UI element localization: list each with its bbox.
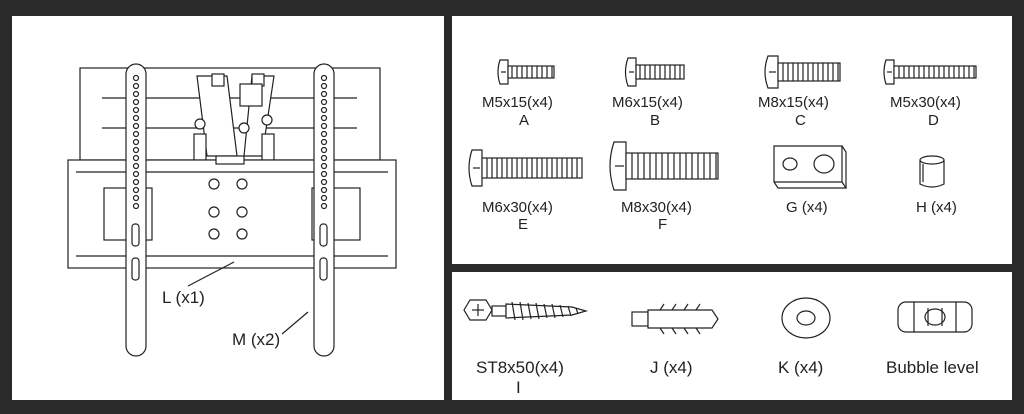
arm-hole [132, 74, 140, 82]
lag-bolt-label: ST8x50(x4) [476, 358, 564, 377]
screw-b-size: M6x15(x4) [612, 94, 683, 111]
lag-bolt-letter: I [516, 378, 521, 397]
arm-hole [320, 146, 328, 154]
arm-hole [320, 154, 328, 162]
screw-e-letter: E [518, 216, 529, 233]
screw-d-size: M5x30(x4) [890, 94, 961, 111]
arm-hole [132, 178, 140, 186]
screw-b-icon [624, 57, 685, 87]
screw-e-size: M6x30(x4) [482, 199, 553, 216]
arm-hole [320, 170, 328, 178]
screw-b-letter: B [650, 112, 661, 129]
arm-hole [132, 130, 140, 138]
lag-bolt-icon [463, 299, 589, 321]
arm-hole [132, 154, 140, 162]
arm-hole [320, 130, 328, 138]
arm-hole [320, 98, 328, 106]
arm-hole [132, 170, 140, 178]
arm-hole [320, 138, 328, 146]
screw-d-icon [883, 59, 977, 85]
arm-hole [132, 82, 140, 90]
arm-hole [132, 138, 140, 146]
arm-hole [320, 90, 328, 98]
arm-hole [320, 106, 328, 114]
arm-hole [132, 90, 140, 98]
arm-hole [320, 82, 328, 90]
bubble-level-label: Bubble level [886, 358, 979, 377]
arm-hole [132, 122, 140, 130]
arm-hole [132, 194, 140, 202]
screw-c-icon [764, 55, 841, 89]
screw-d-letter: D [928, 112, 939, 129]
spacer-plate-icon [773, 145, 848, 189]
arm-label: M (x2) [232, 330, 281, 349]
arm-hole [320, 194, 328, 202]
screw-a-size: M5x15(x4) [482, 94, 553, 111]
spacer-label: H (x4) [916, 199, 957, 216]
screw-f-letter: F [658, 216, 668, 233]
arm-hole [132, 146, 140, 154]
arm-hole [320, 122, 328, 130]
screw-a-icon [497, 59, 555, 85]
arm-hole [132, 186, 140, 194]
wall-anchor-icon [631, 303, 719, 335]
arm-hole [132, 114, 140, 122]
washer-label: K (x4) [778, 358, 824, 377]
wall-mount-drawing [67, 63, 397, 357]
screws-panel: M5x15(x4) A M6x15(x4) B M8x15(x4) C M5x3… [452, 16, 1012, 264]
washer-icon [781, 297, 831, 339]
wall-anchor-label: J (x4) [650, 358, 693, 377]
spacer-icon [919, 155, 945, 188]
arm-hole [320, 178, 328, 186]
screw-c-letter: C [795, 112, 806, 129]
arm-hole [132, 162, 140, 170]
arm-hole [320, 186, 328, 194]
arm-hole [132, 202, 140, 210]
spacer-plate-label: G (x4) [786, 199, 828, 216]
arm-hole [320, 202, 328, 210]
arm-hole [320, 162, 328, 170]
arm-hole [320, 114, 328, 122]
mount-panel: L (x1) M (x2) [12, 16, 444, 400]
screw-e-icon [468, 149, 583, 187]
screw-f-icon [609, 141, 719, 191]
screw-a-letter: A [519, 112, 530, 129]
arm-hole [132, 98, 140, 106]
screw-c-size: M8x15(x4) [758, 94, 829, 111]
screw-f-size: M8x30(x4) [621, 199, 692, 216]
arm-hole [132, 106, 140, 114]
wall-hardware-panel: ST8x50(x4) I J (x4) K (x4) Bubble level [452, 272, 1012, 400]
arm-hole [320, 74, 328, 82]
bubble-level-icon [897, 301, 973, 333]
plate-label: L (x1) [162, 288, 205, 307]
